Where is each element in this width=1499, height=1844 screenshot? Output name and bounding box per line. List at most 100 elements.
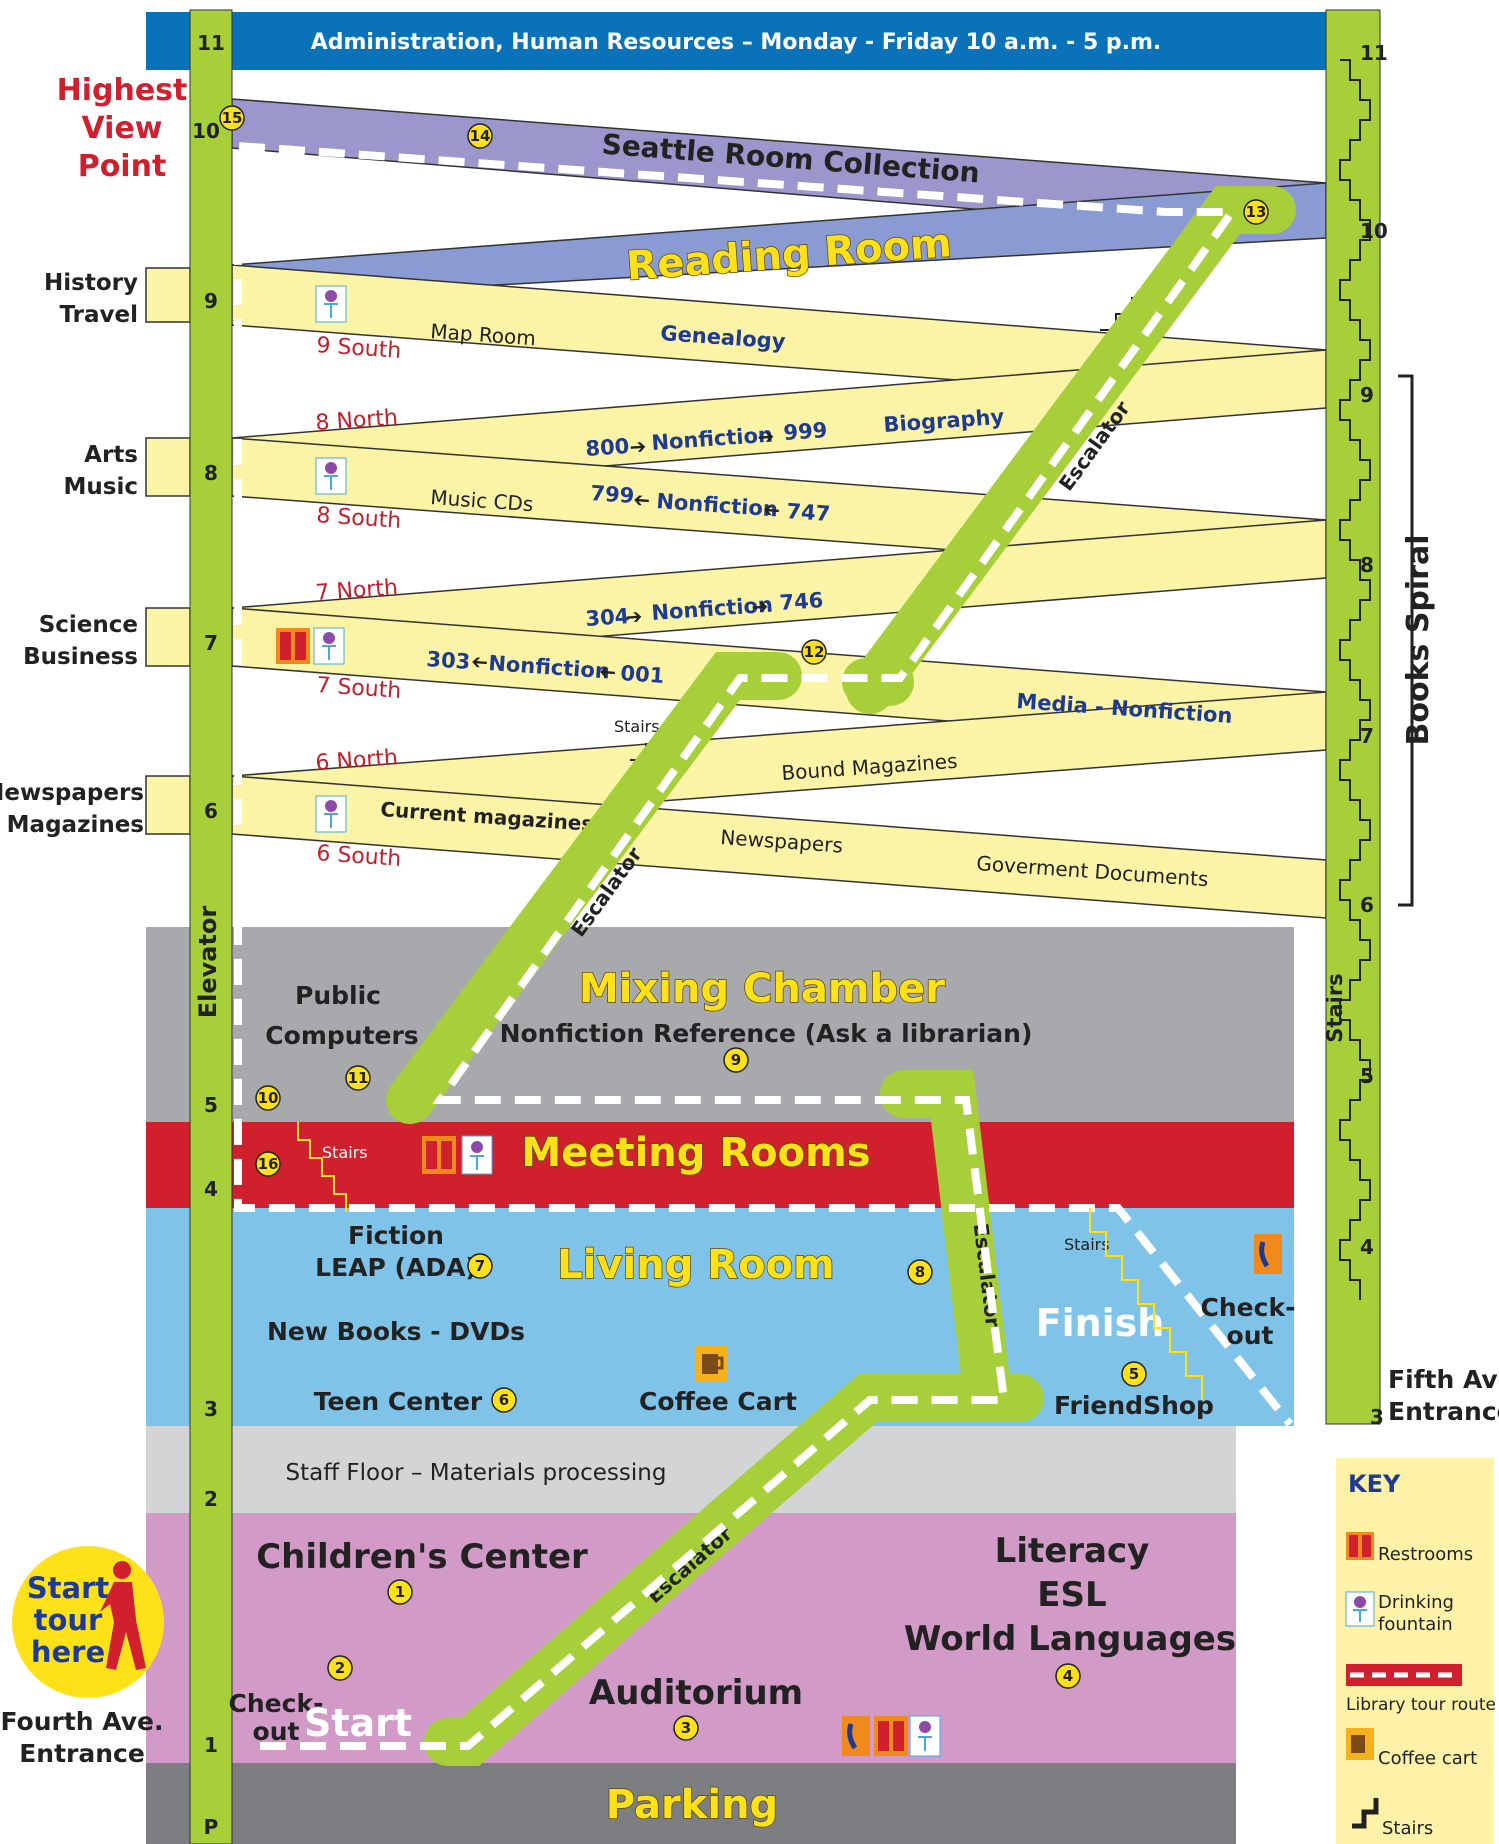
svg-text:1: 1 [395,1583,405,1601]
checkout-a-label: Check- [1201,1293,1296,1322]
start-tour-2: tour [34,1603,103,1637]
tab-8 [145,437,191,497]
tour-stop-3: 3 [673,1715,699,1741]
tour-stop-2: 2 [327,1655,353,1681]
staff-floor-label: Staff Floor – Materials processing [286,1460,667,1486]
nine-south-label: 9 South [316,333,402,364]
computers-label: Computers [265,1021,418,1050]
checkout-1b-label: out [253,1717,300,1746]
highest-view-1: Highest [57,73,188,108]
living-room-title: Living Room [557,1242,834,1288]
floor-num-4: 4 [204,1177,218,1201]
auditorium-label: Auditorium [589,1673,803,1713]
coffee-cart-label: Coffee Cart [639,1387,797,1416]
key-route: Library tour route [1346,1695,1496,1715]
svg-text:7: 7 [475,1257,485,1275]
highest-view-2: View [81,111,162,146]
escalator-3-to-5 [880,1070,1012,1422]
new-books-label: New Books - DVDs [267,1317,525,1346]
floor-num-9: 9 [204,289,218,313]
stairs-4-label: Stairs [322,1143,368,1162]
nf-304: 304 [585,604,630,631]
tab-9 [145,267,191,323]
stairs-7-label: Stairs [614,717,660,736]
arrow-800-a: ➔ [629,434,647,459]
friendshop-label: FriendShop [1054,1391,1214,1420]
finish-label: Finish [1036,1301,1165,1345]
six-south-label: 6 South [316,841,402,872]
start-tour-1: Start [27,1571,110,1605]
six-north-label: 6 North [315,745,399,776]
key-drinking-a: Drinking [1378,1592,1454,1613]
key-restroom-icon [1346,1532,1374,1560]
esl-label: ESL [1037,1575,1106,1615]
tour-stop-7: 7 [467,1253,493,1279]
drinking-fountain-icon [313,627,345,665]
restroom-icon [276,628,310,664]
stair-num-4: 4 [1360,1235,1374,1259]
parking-title: Parking [606,1782,778,1828]
stair-num-5: 5 [1360,1064,1374,1088]
tour-stop-5: 5 [1121,1361,1147,1387]
elevator-label: Elevator [194,906,222,1019]
label-magazines: Magazines [7,812,144,838]
fourth-ave-b: Entrance [19,1739,145,1768]
arrow-303-a: ➔ [470,651,488,676]
seven-north-label: 7 North [315,575,399,606]
escalator-6-to-10 [846,186,1296,714]
drinking-fountain-icon [315,285,347,323]
floor-num-8: 8 [204,461,218,485]
highest-view-3: Point [78,149,167,184]
stair-num-6: 6 [1360,893,1374,917]
floor-living-room [146,1208,1294,1426]
arrow-304-b: ➔ [751,594,769,619]
nf-799: 799 [590,481,635,508]
svg-text:13: 13 [1246,203,1267,221]
checkout-1a-label: Check- [229,1689,324,1718]
arrow-304-a: ➔ [625,604,643,629]
key-stairs-icon [1352,1798,1379,1829]
floor-staff [146,1426,1236,1513]
tour-stop-11: 11 [345,1065,371,1091]
elevator-shaft [189,9,233,1844]
eight-south-label: 8 South [316,503,402,534]
tour-stop-14: 14 [467,123,493,149]
leap-label: LEAP (ADA) [315,1253,477,1282]
world-languages-label: World Languages [904,1619,1236,1659]
tour-stop-16: 16 [255,1151,281,1177]
arrow-799-b: ➔ [762,499,780,524]
tour-stop-10: 10 [255,1085,281,1111]
literacy-label: Literacy [995,1531,1150,1571]
eight-north-label: 8 North [315,405,399,436]
tour-stop-12: 12 [801,639,827,665]
drinking-fountain-icon [315,457,347,495]
nf-001: 001 [620,661,665,688]
coffee-cup-icon [696,1346,728,1382]
stairs-3-label: Stairs [1064,1235,1110,1254]
stair-num-10: 10 [1360,219,1388,243]
books-spiral-bracket [1398,374,1414,907]
tour-stop-15: 15 [219,105,245,131]
stair-num-9: 9 [1360,383,1374,407]
svg-text:10: 10 [258,1089,279,1107]
restroom-icon [874,1716,908,1756]
public-label: Public [295,981,381,1010]
svg-text:16: 16 [258,1155,279,1173]
svg-text:4: 4 [1063,1667,1073,1685]
floor-parking [146,1763,1236,1844]
floor-mixing-chamber [146,927,1294,1122]
floor-num-p: P [204,1815,219,1839]
key-drinking-b: fountain [1378,1614,1453,1635]
walking-person-icon [100,1561,146,1670]
tour-stop-8: 8 [907,1259,933,1285]
tour-stop-9: 9 [723,1047,749,1073]
seven-south-label: 7 South [316,673,402,704]
checkout-b-label: out [1227,1321,1274,1350]
phone-icon [842,1716,870,1756]
key-box [1336,1458,1494,1844]
meeting-rooms-title: Meeting Rooms [521,1130,870,1176]
nonfiction-reference-label: Nonfiction Reference (Ask a librarian) [500,1019,1033,1048]
svg-text:11: 11 [348,1069,369,1087]
stair-num-7: 7 [1360,724,1374,748]
label-history: History [44,270,138,296]
